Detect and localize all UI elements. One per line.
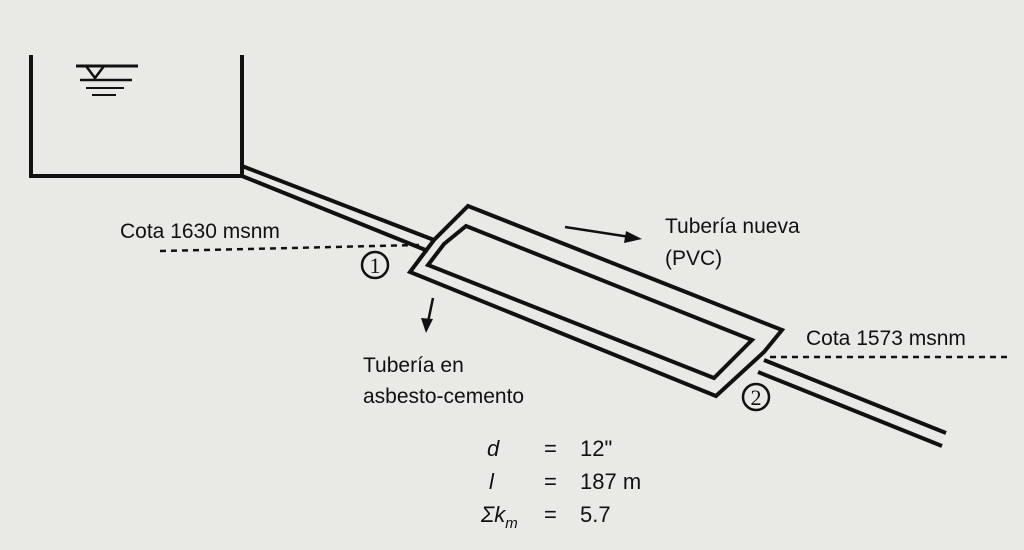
parallel-pipe-loop <box>406 203 786 399</box>
param-d-equals: = <box>544 436 557 461</box>
new-pipe-label-line2: (PVC) <box>665 247 722 270</box>
arrow-new-pipe-icon <box>564 225 642 243</box>
reservoir-tank <box>29 55 244 178</box>
outlet-pipe <box>757 358 947 448</box>
param-km-subscript: m <box>505 515 518 532</box>
node-1-marker: 1 <box>360 250 390 280</box>
new-pipe-label-line1: Tubería nueva <box>665 215 800 238</box>
supply-pipe <box>241 164 435 253</box>
param-km-symbol: Σkm <box>480 502 518 532</box>
param-d-value: 12" <box>580 436 612 461</box>
cota-top-label: Cota 1630 msnm <box>120 220 280 243</box>
param-d-symbol: d <box>487 436 500 461</box>
old-pipe-label-line2: asbesto-cemento <box>363 385 524 408</box>
cota-bottom-label: Cota 1573 msnm <box>806 327 966 350</box>
node-2-marker: 2 <box>741 382 771 412</box>
param-l-equals: = <box>544 469 557 494</box>
param-km-value: 5.7 <box>580 502 611 527</box>
param-l-value: 187 m <box>580 469 641 494</box>
param-km-equals: = <box>544 502 557 527</box>
param-l-symbol: l <box>489 469 495 494</box>
node-1-label: 1 <box>370 253 381 278</box>
old-pipe-label-line1: Tubería en <box>363 354 464 377</box>
parameters-block: d = 12" l = 187 m Σkm = 5.7 <box>480 436 641 532</box>
water-level-icon <box>76 64 138 96</box>
elevation-line-top <box>159 243 421 253</box>
param-km-prefix: Σk <box>480 502 506 527</box>
node-2-label: 2 <box>751 385 762 410</box>
arrow-old-pipe-icon <box>421 297 435 333</box>
